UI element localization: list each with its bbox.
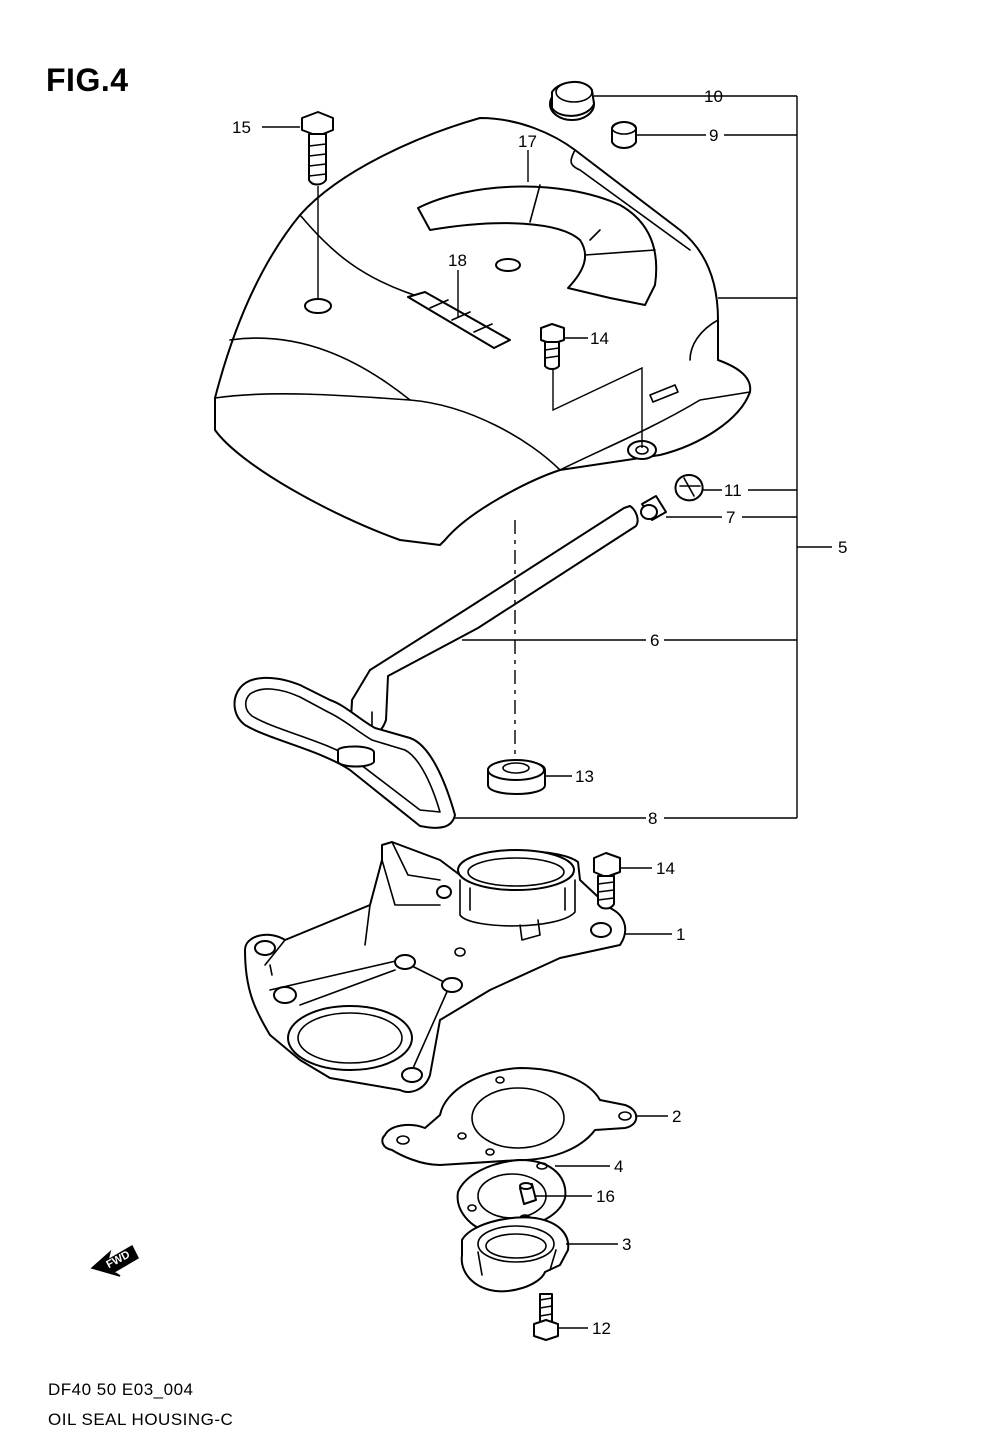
callout-17: 17	[518, 132, 537, 151]
part-grommet-9	[611, 121, 637, 149]
part-clip-11	[674, 474, 704, 502]
callout-4: 4	[614, 1157, 623, 1176]
fwd-arrow-icon: FWD	[90, 1244, 139, 1277]
callout-15: 15	[232, 118, 251, 137]
callout-7: 7	[726, 508, 735, 527]
callout-5: 5	[838, 538, 847, 557]
part-bolt-12	[533, 1293, 559, 1341]
part-ring-13	[487, 759, 546, 795]
callout-2: 2	[672, 1107, 681, 1126]
part-bolt-14-lower	[593, 852, 621, 910]
part-seal-8	[233, 676, 456, 829]
callout-12: 12	[592, 1319, 611, 1338]
part-fitting-7	[640, 495, 667, 521]
part-cover	[214, 117, 752, 546]
diagram-name: OIL SEAL HOUSING-C	[48, 1410, 234, 1429]
callout-3: 3	[622, 1235, 631, 1254]
callout-14-upper: 14	[590, 329, 609, 348]
figure-title: FIG.4	[46, 62, 129, 98]
callout-10: 10	[704, 87, 723, 106]
part-seal-housing-3	[460, 1216, 570, 1293]
part-gasket-2	[381, 1067, 638, 1166]
callout-14-lower: 14	[656, 859, 675, 878]
part-bolt-14-upper	[540, 323, 643, 448]
callout-18: 18	[448, 251, 467, 270]
part-hose-6	[349, 505, 639, 761]
callout-6: 6	[650, 631, 659, 650]
part-grommet-10	[549, 81, 595, 121]
callouts: 10 9 15 17 18 14 11 7 5 6 13 8 14 1 2 4 …	[232, 87, 847, 1338]
callout-16: 16	[596, 1187, 615, 1206]
callout-13: 13	[575, 767, 594, 786]
leader-lines	[262, 95, 832, 1329]
diagram-code: DF40 50 E03_004	[48, 1380, 194, 1399]
callout-9: 9	[709, 126, 718, 145]
part-bolt-15	[301, 111, 334, 300]
callout-11: 11	[724, 481, 742, 500]
callout-1: 1	[676, 925, 685, 944]
part-pin-16	[519, 1182, 537, 1205]
callout-8: 8	[648, 809, 657, 828]
part-housing-1	[244, 841, 627, 1093]
